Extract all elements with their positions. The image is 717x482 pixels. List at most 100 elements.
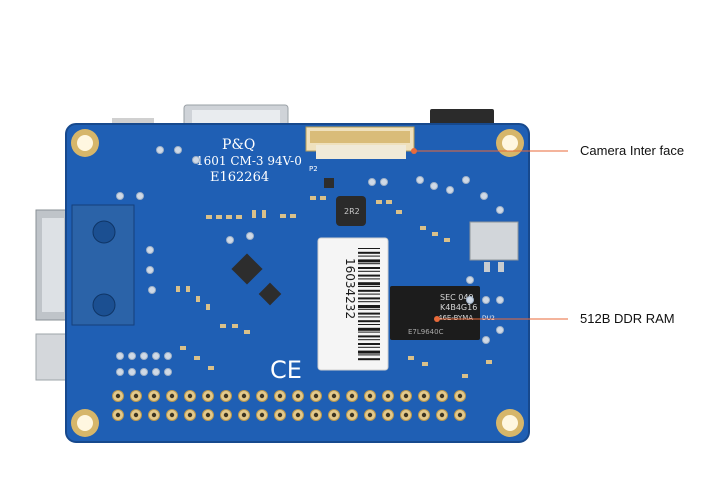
via	[416, 176, 424, 184]
barcode-bar	[358, 305, 380, 308]
barcode-bar	[358, 320, 380, 323]
gpio-pin-hole	[169, 393, 175, 399]
ram-line-4: E7L9640C	[408, 328, 444, 336]
gpio-pin-hole	[115, 412, 121, 418]
via	[368, 178, 376, 186]
pcb	[66, 124, 529, 442]
gpio-pin-hole	[133, 412, 139, 418]
gpio-pin-hole	[313, 393, 319, 399]
gpio-pin-hole	[223, 393, 229, 399]
gpio-header	[112, 390, 466, 421]
barcode-bar	[358, 339, 380, 341]
barcode-bar	[358, 248, 380, 249]
via	[116, 352, 124, 360]
gpio-pin-hole	[295, 393, 301, 399]
gpio-pin-hole	[241, 412, 247, 418]
barcode-label	[317, 237, 389, 371]
barcode-bar	[358, 301, 380, 303]
barcode-bar	[358, 324, 380, 325]
gpio-pin-hole	[277, 412, 283, 418]
gpio-pin-hole	[385, 393, 391, 399]
gpio-pin-hole	[277, 393, 283, 399]
via	[116, 192, 124, 200]
gpio-pin-hole	[223, 412, 229, 418]
via	[192, 156, 200, 164]
camera-connector-label: P2	[309, 165, 318, 173]
inductor: 2R2	[336, 196, 366, 226]
via	[156, 146, 164, 154]
via	[152, 368, 160, 376]
barcode-bar	[358, 255, 380, 257]
via	[148, 286, 156, 294]
mounting-hole	[71, 129, 99, 157]
via	[496, 326, 504, 334]
via	[128, 368, 136, 376]
barcode-bar	[358, 267, 380, 269]
gpio-pin-hole	[367, 412, 373, 418]
barcode-bar	[358, 259, 380, 263]
via	[152, 352, 160, 360]
ram-line-3: 46E-BYMA	[438, 314, 473, 322]
gpio-pin-hole	[403, 412, 409, 418]
gpio-pin-hole	[439, 412, 445, 418]
mounting-hole	[71, 409, 99, 437]
via	[146, 266, 154, 274]
via	[246, 232, 254, 240]
gpio-pin-hole	[367, 393, 373, 399]
barcode-bar	[358, 308, 380, 310]
ce-mark: CE	[270, 356, 302, 384]
via	[136, 192, 144, 200]
camera-callout-dot	[411, 148, 417, 154]
camera-connector	[305, 126, 415, 159]
via	[496, 296, 504, 304]
via	[496, 206, 504, 214]
barcode-bar	[358, 343, 380, 345]
gpio-pin-hole	[385, 412, 391, 418]
ethernet-port	[35, 209, 71, 321]
silk-model: 1601 CM-3 94V-0	[196, 154, 302, 168]
barcode-bar	[358, 278, 380, 280]
eth-mount-block	[71, 204, 135, 326]
via	[226, 236, 234, 244]
via	[380, 178, 388, 186]
via	[164, 352, 172, 360]
gpio-pin-hole	[403, 393, 409, 399]
gpio-pin-hole	[187, 393, 193, 399]
gpio-pin-hole	[205, 412, 211, 418]
small-ic	[324, 178, 334, 188]
ram-line-1: SEC 049	[440, 293, 474, 302]
gpio-pin-hole	[349, 393, 355, 399]
gpio-pin-hole	[421, 393, 427, 399]
gpio-pin-hole	[349, 412, 355, 418]
gpio-pin-hole	[259, 393, 265, 399]
gpio-pin-hole	[205, 393, 211, 399]
usb-port-left	[35, 333, 71, 381]
camera-interface-label: Camera Inter face	[580, 143, 685, 158]
barcode-bar	[358, 251, 380, 254]
barcode-bar	[358, 331, 380, 333]
via	[466, 276, 474, 284]
silk-logo: P&Q	[222, 137, 255, 153]
barcode-bar	[358, 327, 380, 331]
via	[174, 146, 182, 154]
barcode-bar	[358, 286, 380, 287]
barcode-bar	[358, 358, 380, 361]
via	[164, 368, 172, 376]
barcode-bar	[358, 297, 380, 300]
via-grid	[116, 146, 504, 376]
via	[140, 368, 148, 376]
gpio-pin-hole	[295, 412, 301, 418]
via	[462, 176, 470, 184]
gpio-pin-hole	[187, 412, 193, 418]
small-ic	[258, 282, 282, 306]
svg-text:2R2: 2R2	[344, 207, 360, 216]
gpio-pin-hole	[115, 393, 121, 399]
barcode-bar	[358, 346, 380, 348]
barcode-bar	[358, 335, 380, 338]
via	[146, 246, 154, 254]
gpio-pin-hole	[133, 393, 139, 399]
barcode-bar	[358, 293, 380, 295]
via	[466, 296, 474, 304]
gpio-pin-hole	[331, 412, 337, 418]
silk-code: E162264	[210, 170, 269, 185]
